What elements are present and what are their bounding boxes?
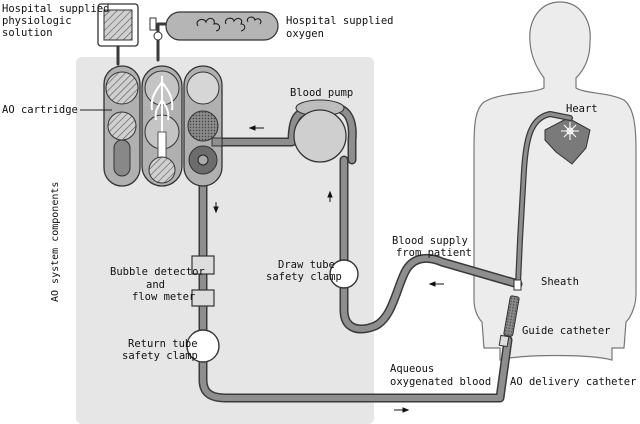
- label-return-clamp-2: safety clamp: [122, 350, 198, 362]
- label-aqueous-2: oxygenated blood: [390, 376, 491, 388]
- patient-body: [473, 1, 637, 361]
- label-solution-3: solution: [2, 27, 53, 39]
- draw-tube-safety-clamp: [329, 259, 359, 289]
- oxygen-cloud-icon: [196, 16, 262, 32]
- label-heart: Heart: [566, 103, 598, 115]
- flow-meter-lower: [191, 289, 215, 307]
- flow-arrows: [213, 125, 444, 413]
- oxygen-regulator: [153, 31, 163, 41]
- bubble-detector-upper: [191, 255, 215, 275]
- label-solution-2: physiologic: [2, 15, 72, 27]
- sheath: [513, 279, 522, 291]
- label-aqueous-1: Aqueous: [390, 363, 434, 375]
- label-draw-clamp-1: Draw tube: [278, 259, 335, 271]
- label-draw-clamp-2: safety clamp: [266, 271, 342, 283]
- oxygen-valve: [149, 17, 157, 31]
- return-tube-safety-clamp: [186, 329, 220, 363]
- label-guide-catheter: Guide catheter: [522, 325, 611, 337]
- label-bubble-1: Bubble detector: [110, 266, 205, 278]
- label-bubble-2: and: [146, 279, 165, 291]
- heart-spark-icon: [561, 122, 579, 140]
- label-blood-supply-1: Blood supply: [392, 235, 468, 247]
- oxygen-tank: [165, 11, 279, 41]
- label-sheath: Sheath: [541, 276, 579, 288]
- label-blood-supply-2: from patient: [396, 247, 472, 259]
- label-return-clamp-1: Return tube: [128, 338, 198, 350]
- label-oxygen-2: oxygen: [286, 28, 324, 40]
- label-bubble-3: flow meter: [132, 291, 195, 303]
- ao-cartridge: [103, 65, 223, 187]
- delivery-catheter-hub: [498, 334, 510, 348]
- label-cartridge: AO cartridge: [2, 104, 78, 116]
- label-blood-pump: Blood pump: [290, 87, 353, 99]
- label-system-components: AO system components: [50, 182, 61, 302]
- guide-catheter: [503, 295, 520, 337]
- blood-pump: [293, 99, 347, 163]
- label-delivery-catheter: AO delivery catheter: [510, 376, 636, 388]
- label-oxygen-1: Hospital supplied: [286, 15, 393, 27]
- solution-bag-fill: [103, 9, 133, 41]
- label-solution-1: Hospital supplied: [2, 3, 109, 15]
- tube-oxygen: [156, 22, 170, 62]
